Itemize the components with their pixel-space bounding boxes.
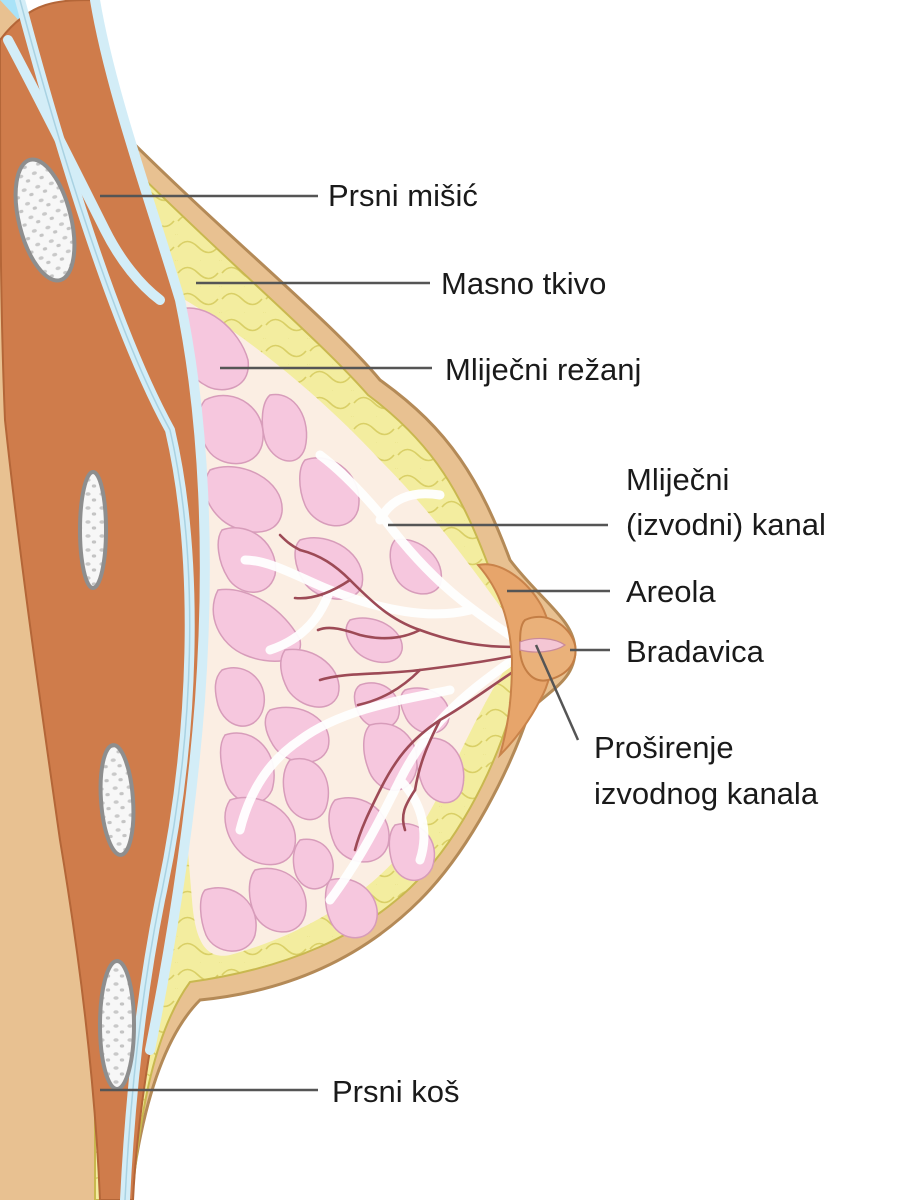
label-duct-widening-line1: Proširenje: [594, 730, 734, 765]
leader-duct-widening: [534, 644, 580, 741]
label-milk-duct-line1: Mliječni: [626, 462, 730, 497]
label-areola: Areola: [626, 574, 716, 609]
label-duct-widening-line2: izvodnog kanala: [594, 776, 819, 811]
connective-strands: [235, 450, 530, 905]
milk-ducts: [278, 533, 542, 852]
label-fat-tissue: Masno tkivo: [441, 266, 607, 301]
label-rib-cage: Prsni koš: [332, 1074, 460, 1109]
label-pectoral-muscle: Prsni mišić: [328, 178, 478, 213]
label-milk-duct-line2: (izvodni) kanal: [626, 507, 826, 542]
ribs: [13, 157, 136, 1091]
skin-outline: [118, 128, 577, 1200]
areola-shape: [476, 563, 554, 759]
label-nipple: Bradavica: [626, 634, 764, 669]
milk-lobules: [175, 307, 465, 952]
leader-lines: [100, 194, 610, 1092]
label-milk-lobe: Mliječni režanj: [445, 352, 642, 387]
duct-widening: [519, 637, 567, 653]
fascia-outline: [19, 0, 191, 1200]
